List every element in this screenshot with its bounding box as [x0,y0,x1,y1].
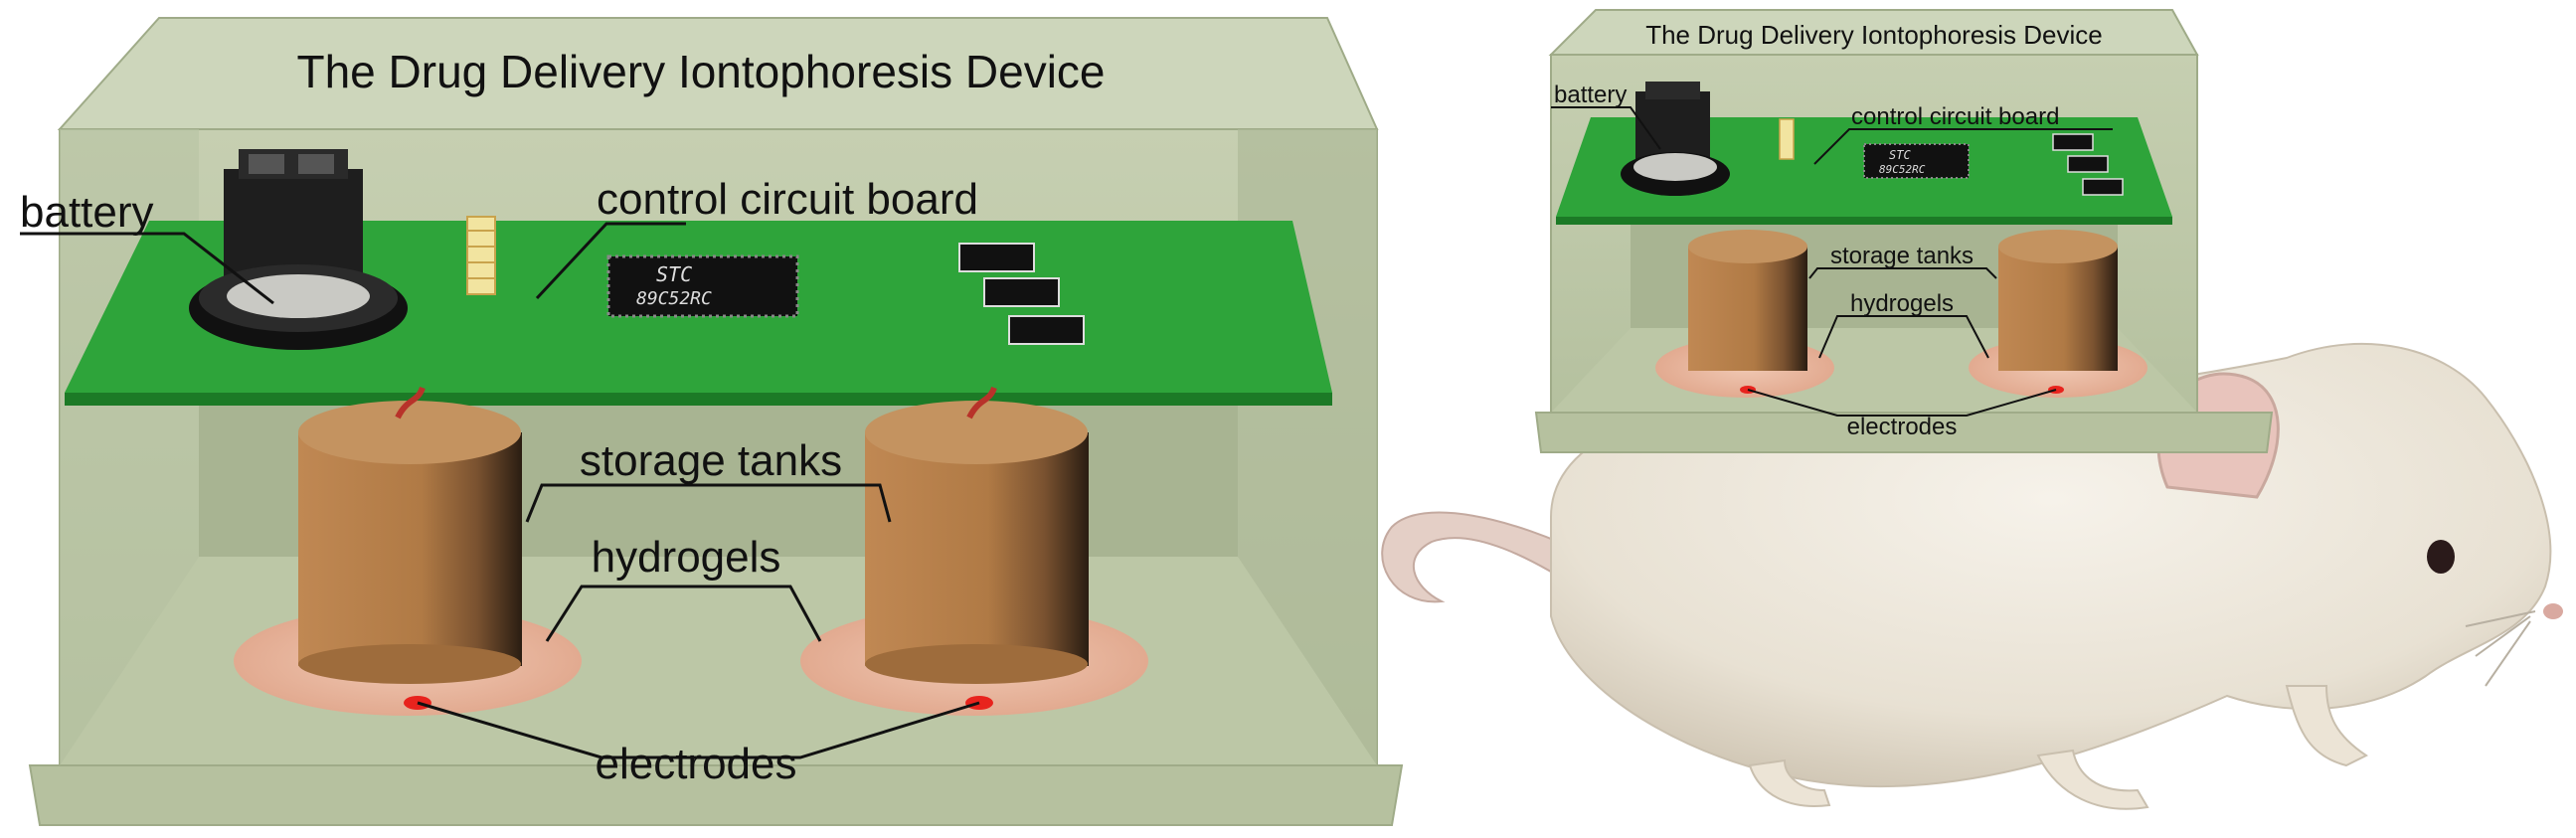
mouse-nose [2543,603,2563,619]
mouse-front-leg [2285,685,2368,767]
circuit-board-edge [65,393,1332,406]
control-circuit-board-label: control circuit board [1851,103,2059,130]
svg-text:89C52RC: 89C52RC [1879,163,1926,176]
electrodes-label: electrodes [1847,414,1958,440]
storage-tanks-label: storage tanks [580,436,842,485]
electrodes-leader [417,701,980,759]
hydrogels-label: hydrogels [592,533,781,582]
hydrogels-leader [1818,315,1989,359]
mouse-tail [1381,511,1592,603]
smd-components [2052,133,2124,196]
board-leader [535,222,686,300]
hydrogels-label: hydrogels [1850,290,1954,317]
device-title: The Drug Delivery Iontophoresis Device [1645,20,2103,50]
board-leader [1813,128,2113,165]
electrodes-leader [1747,389,2057,417]
svg-text:89C52RC: 89C52RC [636,288,712,309]
right-device: The Drug Delivery Iontophoresis Device S… [1534,9,2274,453]
storage-tank-right [1969,230,2147,398]
battery-leader [20,232,274,305]
microcontroller-chip: STC 89C52RC [606,254,799,318]
storage-tank-left [234,386,582,716]
housing-base [28,764,1404,826]
battery-label: battery [20,188,154,237]
housing-base [1534,412,2274,453]
left-device: The Drug Delivery Iontophoresis Device S… [20,17,1404,826]
device-title: The Drug Delivery Iontophoresis Device [296,46,1105,97]
resistor-strip [466,216,496,295]
tanks-leader [1808,267,1997,279]
battery-leader [1551,106,1661,150]
circuit-board-edge [1556,217,2172,225]
resistor-strip [1779,118,1795,160]
svg-text:STC: STC [656,262,692,286]
battery-label: battery [1554,82,1627,108]
microcontroller-chip: STC 89C52RC [1863,143,1970,179]
electrodes-label: electrodes [595,740,796,788]
storage-tanks-label: storage tanks [1830,243,1974,269]
tanks-leader [525,483,892,523]
control-circuit-board-label: control circuit board [597,175,978,224]
battery-holder [189,149,408,350]
smd-components [958,243,1085,345]
mouse [1381,342,2563,810]
battery-holder [1621,82,1730,196]
svg-text:STC: STC [1889,148,1911,162]
coin-battery [227,274,370,318]
storage-tank-left [1655,230,1834,398]
mouse-hind-leg [2036,749,2149,810]
hydrogels-leader [545,585,822,642]
mouse-eye [2427,540,2455,574]
mouse-back-leg [1748,758,1831,807]
mouse-whiskers [2465,610,2536,687]
storage-tank-right [800,386,1148,716]
